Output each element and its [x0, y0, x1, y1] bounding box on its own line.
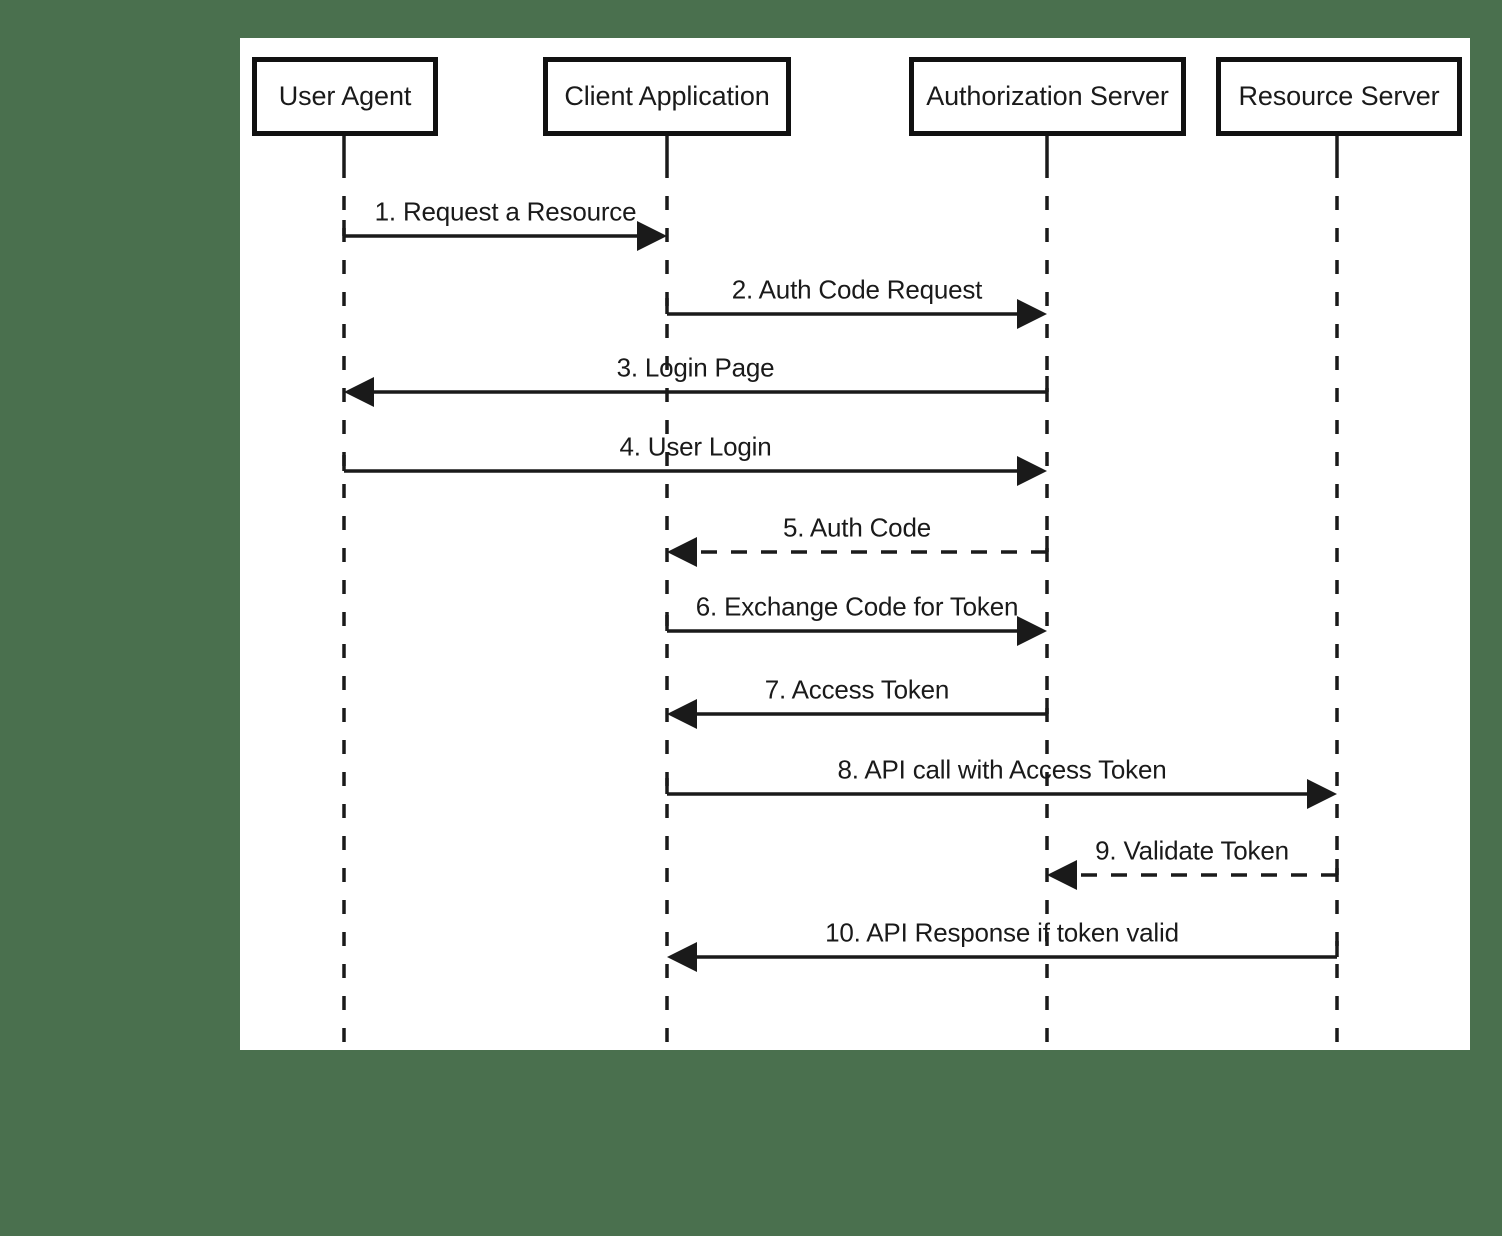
arrowhead-2 [1017, 299, 1047, 329]
arrowhead-3 [344, 377, 374, 407]
message-label-2: 2. Auth Code Request [731, 274, 983, 305]
message-arrows-group [342, 220, 1339, 972]
participant-box-user-agent[interactable]: User Agent [252, 57, 438, 136]
diagram-svg [342, 136, 1339, 1046]
message-label-7: 7. Access Token [764, 674, 950, 705]
arrowhead-10 [667, 942, 697, 972]
participant-label-user-agent: User Agent [278, 81, 412, 111]
message-label-3: 3. Login Page [616, 352, 775, 383]
message-label-6: 6. Exchange Code for Token [695, 591, 1019, 622]
participant-label-resource-server: Resource Server [1238, 81, 1440, 111]
arrowhead-9 [1047, 860, 1077, 890]
lifelines-group [342, 136, 1339, 1046]
participant-label-authorization-server: Authorization Server [926, 81, 1169, 111]
arrowhead-7 [667, 699, 697, 729]
arrowhead-8 [1307, 779, 1337, 809]
message-label-1: 1. Request a Resource [374, 196, 637, 227]
participant-box-resource-server[interactable]: Resource Server [1216, 57, 1462, 136]
arrowhead-6 [1017, 616, 1047, 646]
message-label-9: 9. Validate Token [1095, 835, 1289, 866]
arrowhead-4 [1017, 456, 1047, 486]
message-label-4: 4. User Login [619, 431, 772, 462]
participant-box-client-application[interactable]: Client Application [543, 57, 791, 136]
participant-box-authorization-server[interactable]: Authorization Server [909, 57, 1186, 136]
message-label-8: 8. API call with Access Token [837, 754, 1167, 785]
arrowhead-5 [667, 537, 697, 567]
arrowhead-1 [637, 221, 667, 251]
message-label-5: 5. Auth Code [783, 512, 931, 543]
message-label-10: 10. API Response if token valid [825, 917, 1179, 948]
diagram-canvas [240, 38, 1470, 1050]
participant-label-client-application: Client Application [564, 81, 770, 111]
